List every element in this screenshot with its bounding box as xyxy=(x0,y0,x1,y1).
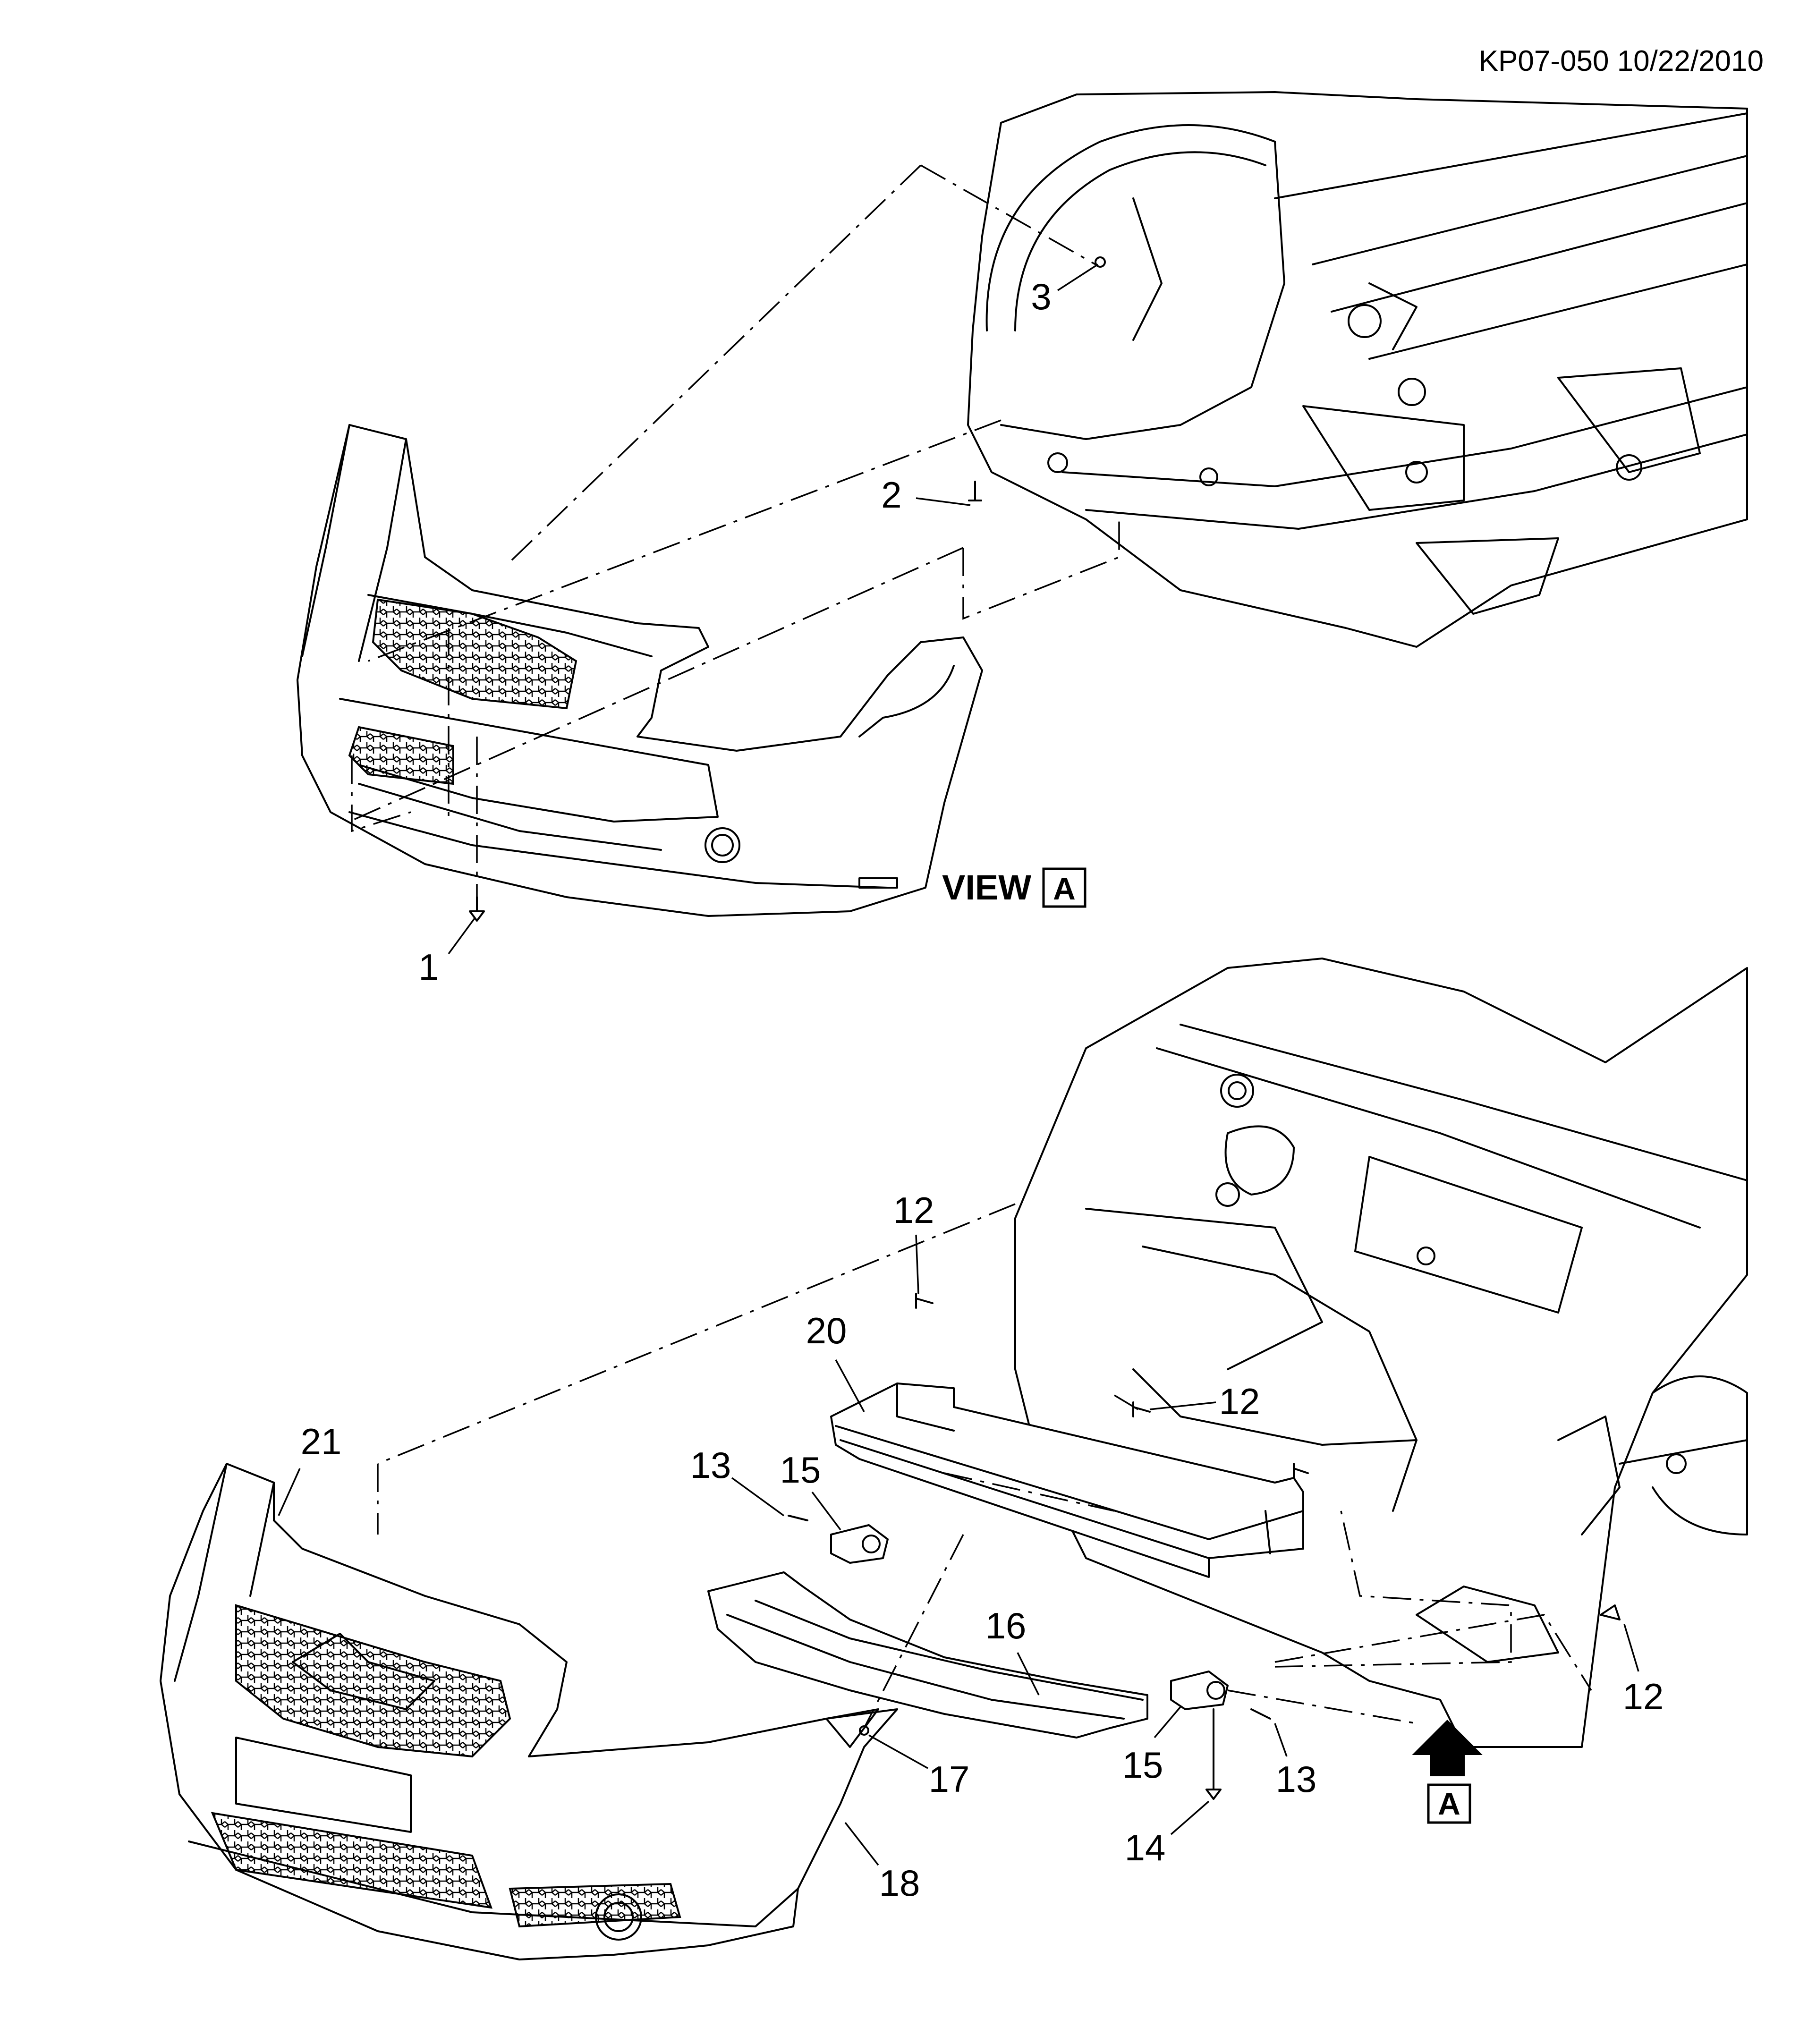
callout-18: 18 xyxy=(879,1862,920,1904)
bracket-left xyxy=(830,1524,889,1564)
fasteners-lower xyxy=(273,1293,1621,1800)
bumper-impact-bar xyxy=(830,1382,1304,1578)
front-bumper-fascia-upper xyxy=(297,424,983,917)
callout-12-top: 12 xyxy=(893,1189,934,1231)
callout-12-middle: 12 xyxy=(1219,1381,1260,1422)
direction-marker: A xyxy=(1412,1720,1483,1824)
up-arrow-icon xyxy=(1412,1720,1483,1776)
callout-20: 20 xyxy=(806,1310,847,1351)
view-a-label: VIEW A xyxy=(942,867,1086,908)
view-a-guide-lines xyxy=(349,164,1120,897)
callout-13-right: 13 xyxy=(1276,1758,1317,1800)
callout-12-right: 12 xyxy=(1623,1676,1664,1717)
callout-14: 14 xyxy=(1125,1827,1166,1868)
callout-15-right: 15 xyxy=(1122,1744,1163,1786)
callout-16: 16 xyxy=(985,1605,1027,1646)
lower-guide-lines xyxy=(377,1203,1592,1729)
callout-2: 2 xyxy=(881,474,901,516)
underbody-assembly xyxy=(967,91,1748,648)
callout-17: 17 xyxy=(929,1758,970,1800)
view-title: VIEW xyxy=(942,868,1031,907)
callout-13-left: 13 xyxy=(690,1444,731,1486)
front-bumper-fascia-lower xyxy=(160,1463,898,1960)
callout-1: 1 xyxy=(418,946,439,988)
view-key: A xyxy=(1053,871,1076,906)
drawing-id: KP07-050 10/22/2010 xyxy=(1479,45,1764,77)
callout-21: 21 xyxy=(301,1421,342,1462)
callout-3: 3 xyxy=(1031,276,1051,317)
direction-key: A xyxy=(1438,1786,1460,1821)
fasteners-view-a xyxy=(469,256,1106,922)
callout-15-left: 15 xyxy=(780,1449,821,1491)
air-deflector xyxy=(707,1571,1148,1739)
bracket-right xyxy=(1170,1671,1229,1710)
front-structure-assembly xyxy=(1014,958,1748,1748)
